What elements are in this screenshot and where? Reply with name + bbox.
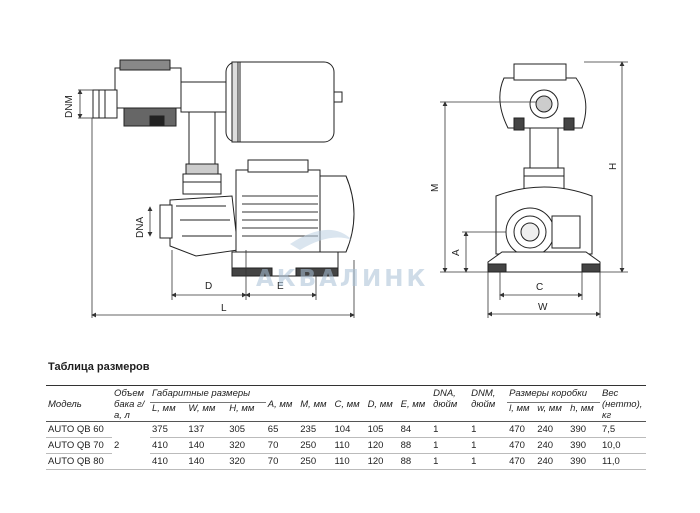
header-dna: DNA, дюйм — [433, 388, 458, 410]
cell-dna: 1 — [433, 440, 439, 451]
header-box-w: w, мм — [537, 403, 562, 415]
label-c: C — [536, 282, 543, 293]
cell-model: AUTO QB 60 — [48, 424, 104, 435]
table-row: AUTO QB 80 410 140 320 70 250 110 120 88… — [46, 454, 646, 470]
cell-m: 235 — [300, 424, 317, 435]
motor — [235, 169, 321, 253]
cell-box-h: 390 — [570, 424, 587, 435]
cell-m: 250 — [300, 440, 317, 451]
pressure-tank — [225, 61, 335, 143]
header-d: D, мм — [367, 399, 393, 410]
svg-text:АКВАЛИНК: АКВАЛИНК — [256, 266, 428, 292]
cell-d: 105 — [367, 424, 384, 435]
cell-e: 88 — [400, 456, 412, 467]
header-box-h: h, мм — [570, 403, 594, 415]
header-gabarit: Габаритные размеры — [150, 385, 266, 404]
label-dnm: DNM — [64, 95, 75, 118]
cell-a: 70 — [267, 440, 279, 451]
header-h: H, мм — [229, 403, 255, 415]
cell-box-w: 240 — [537, 424, 554, 435]
dimensions-table: Модель Объем бака г/а, л Габаритные разм… — [46, 385, 646, 470]
cell-weight: 10,0 — [602, 440, 621, 451]
cell-box-l: 470 — [509, 440, 525, 451]
cell-dnm: 1 — [471, 440, 477, 451]
label-h: H — [608, 163, 619, 170]
cell-w: 137 — [188, 424, 205, 435]
cell-tank: 2 — [114, 440, 120, 451]
label-m: M — [430, 184, 441, 192]
header-weight: Вес (нетто), кг — [602, 388, 643, 421]
label-e: E — [277, 281, 284, 292]
label-a: A — [451, 249, 462, 256]
header-box: Размеры коробки — [507, 385, 600, 404]
label-w: W — [538, 302, 548, 313]
cell-l: 375 — [152, 424, 168, 435]
cell-dnm: 1 — [471, 424, 477, 435]
cell-box-w: 240 — [537, 456, 554, 467]
label-l: L — [221, 303, 227, 314]
cell-box-w: 240 — [537, 440, 554, 451]
cell-box-h: 390 — [570, 456, 587, 467]
label-d: D — [205, 281, 212, 292]
aqualink-watermark-logo: АКВАЛИНК — [256, 229, 428, 292]
cell-l: 410 — [152, 456, 168, 467]
cell-w: 140 — [188, 440, 205, 451]
cell-box-l: 470 — [509, 456, 525, 467]
cell-box-h: 390 — [570, 440, 587, 451]
cell-a: 70 — [267, 456, 279, 467]
cell-c: 110 — [334, 456, 350, 467]
pressure-switch — [114, 67, 182, 109]
cell-box-l: 470 — [509, 424, 525, 435]
cell-dna: 1 — [433, 456, 439, 467]
cell-h: 320 — [229, 440, 246, 451]
side-view — [92, 59, 355, 277]
cell-weight: 7,5 — [602, 424, 616, 435]
cell-d: 120 — [367, 440, 384, 451]
cell-model: AUTO QB 70 — [48, 440, 104, 451]
header-l: L, мм — [152, 403, 176, 415]
cell-m: 250 — [300, 456, 317, 467]
pump-head — [169, 195, 239, 257]
cell-a: 65 — [267, 424, 279, 435]
cell-e: 88 — [400, 440, 412, 451]
header-box-l: l, мм — [509, 403, 530, 415]
cell-weight: 11,0 — [602, 456, 620, 467]
front-view — [487, 63, 601, 273]
cell-h: 320 — [229, 456, 246, 467]
table-title: Таблица размеров — [48, 361, 150, 373]
cell-d: 120 — [367, 456, 384, 467]
cell-c: 110 — [334, 440, 350, 451]
table-row: AUTO QB 60 2 375 137 305 65 235 104 105 … — [46, 422, 646, 451]
header-model: Модель — [48, 399, 82, 410]
table-row: AUTO QB 70 410 140 320 70 250 110 120 88… — [46, 438, 646, 454]
header-tank: Объем бака г/а, л — [114, 388, 145, 421]
header-e: E, мм — [400, 399, 426, 410]
header-dnm: DNM, дюйм — [471, 388, 496, 410]
header-w: W, мм — [188, 403, 216, 415]
pump-technical-drawing: DNM DNA D E L M A H C W АКВАЛИНК — [64, 59, 628, 318]
label-dna: DNA — [135, 217, 146, 238]
cell-model: AUTO QB 80 — [48, 456, 104, 467]
cell-e: 84 — [400, 424, 412, 435]
cell-c: 104 — [334, 424, 351, 435]
cell-l: 410 — [152, 440, 168, 451]
header-a: A, мм — [267, 399, 293, 410]
cell-dnm: 1 — [471, 456, 477, 467]
cell-h: 305 — [229, 424, 246, 435]
header-c: C, мм — [334, 399, 360, 410]
cell-w: 140 — [188, 456, 205, 467]
header-m: M, мм — [300, 399, 327, 410]
cell-dna: 1 — [433, 424, 439, 435]
